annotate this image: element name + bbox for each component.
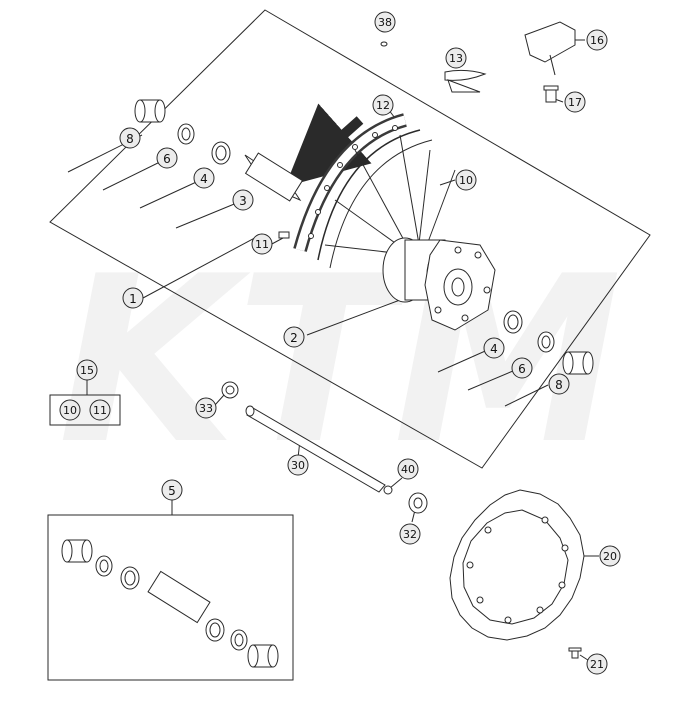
spacer-33 [221, 381, 239, 399]
callout-label: 6 [518, 362, 526, 376]
callout-label: 38 [378, 16, 392, 29]
callout-17: 17 [564, 91, 586, 113]
callout-label: 3 [239, 194, 247, 208]
wheel-rim [293, 113, 433, 269]
callout-label: 2 [290, 331, 298, 345]
callout-10-group15: 10 [59, 399, 81, 421]
disc-bolt-21 [568, 647, 582, 659]
callout-label: 1 [129, 292, 137, 306]
axle-parts [221, 381, 428, 514]
callout-32: 32 [399, 523, 421, 545]
callout-38: 38 [374, 11, 396, 33]
callout-label: 11 [93, 404, 107, 417]
brake-disc [449, 489, 585, 641]
callout-3: 3 [232, 189, 254, 211]
callout-11-group15: 11 [89, 399, 111, 421]
callout-label: 12 [376, 99, 390, 112]
small-parts-top [380, 21, 576, 103]
spacer-8-right [562, 351, 594, 375]
seal-6-right [537, 331, 555, 353]
callout-16: 16 [586, 29, 608, 51]
bearing-4-left [211, 141, 231, 165]
callout-label: 30 [291, 459, 305, 472]
ktm-watermark: KTM [58, 228, 622, 495]
valve-nut-17 [543, 85, 559, 103]
callout-40: 40 [397, 458, 419, 480]
distance-sleeve-3 [244, 152, 304, 202]
callout-12: 12 [372, 94, 394, 116]
callout-5: 5 [161, 479, 183, 501]
callout-label: 40 [401, 463, 415, 476]
nut-40 [383, 485, 393, 495]
group-15-frame [49, 394, 121, 426]
callout-30: 30 [287, 454, 309, 476]
right-spacers-bearings [503, 310, 594, 375]
callout-11-axle: 11 [251, 233, 273, 255]
callout-10-spokes: 10 [455, 169, 477, 191]
callout-15: 15 [76, 359, 98, 381]
bolt-11-small [278, 231, 290, 239]
callouts: 8 6 4 3 11 1 2 12 [59, 11, 621, 675]
screw-38 [380, 41, 388, 47]
rim-lock-16 [524, 21, 576, 76]
callout-label: 4 [490, 342, 498, 356]
bearing-4-right [503, 310, 523, 334]
callout-label: 4 [200, 172, 208, 186]
callout-label: 21 [590, 658, 604, 671]
spacer-32 [408, 492, 428, 514]
callout-8-left: 8 [119, 127, 141, 149]
callout-label: 10 [63, 404, 77, 417]
callout-20: 20 [599, 545, 621, 567]
callout-8-right: 8 [548, 373, 570, 395]
leader-lines [67, 39, 599, 663]
callout-21: 21 [586, 653, 608, 675]
callout-6-left: 6 [156, 147, 178, 169]
callout-label: 5 [168, 484, 176, 498]
callout-13: 13 [445, 47, 467, 69]
callout-label: 10 [459, 174, 473, 187]
callout-33: 33 [195, 397, 217, 419]
bearing-kit-frame [47, 514, 294, 681]
callout-label: 8 [126, 132, 134, 146]
callout-label: 32 [403, 528, 417, 541]
callout-label: 8 [555, 378, 563, 392]
callout-label: 13 [449, 52, 463, 65]
rotation-arrow-icon [285, 103, 372, 187]
callout-label: 17 [568, 96, 582, 109]
wheel-axle-30 [245, 405, 386, 493]
callout-4-left: 4 [193, 167, 215, 189]
callout-label: 16 [590, 34, 604, 47]
spacer-8-left [134, 99, 166, 123]
callout-label: 20 [603, 550, 617, 563]
callout-2: 2 [283, 326, 305, 348]
rim-tape-13 [444, 69, 487, 93]
callout-label: 11 [255, 238, 269, 251]
callout-4-right: 4 [483, 337, 505, 359]
seal-6-left [177, 123, 195, 145]
callout-label: 6 [163, 152, 171, 166]
wheel-assembly-frame [49, 9, 651, 469]
left-spacers-bearings [134, 99, 304, 239]
bearing-kit-parts [61, 539, 279, 668]
callout-label: 33 [199, 402, 213, 415]
callout-6-right: 6 [511, 357, 533, 379]
callout-1: 1 [122, 287, 144, 309]
wheel-hub [382, 237, 496, 331]
callout-label: 15 [80, 364, 94, 377]
